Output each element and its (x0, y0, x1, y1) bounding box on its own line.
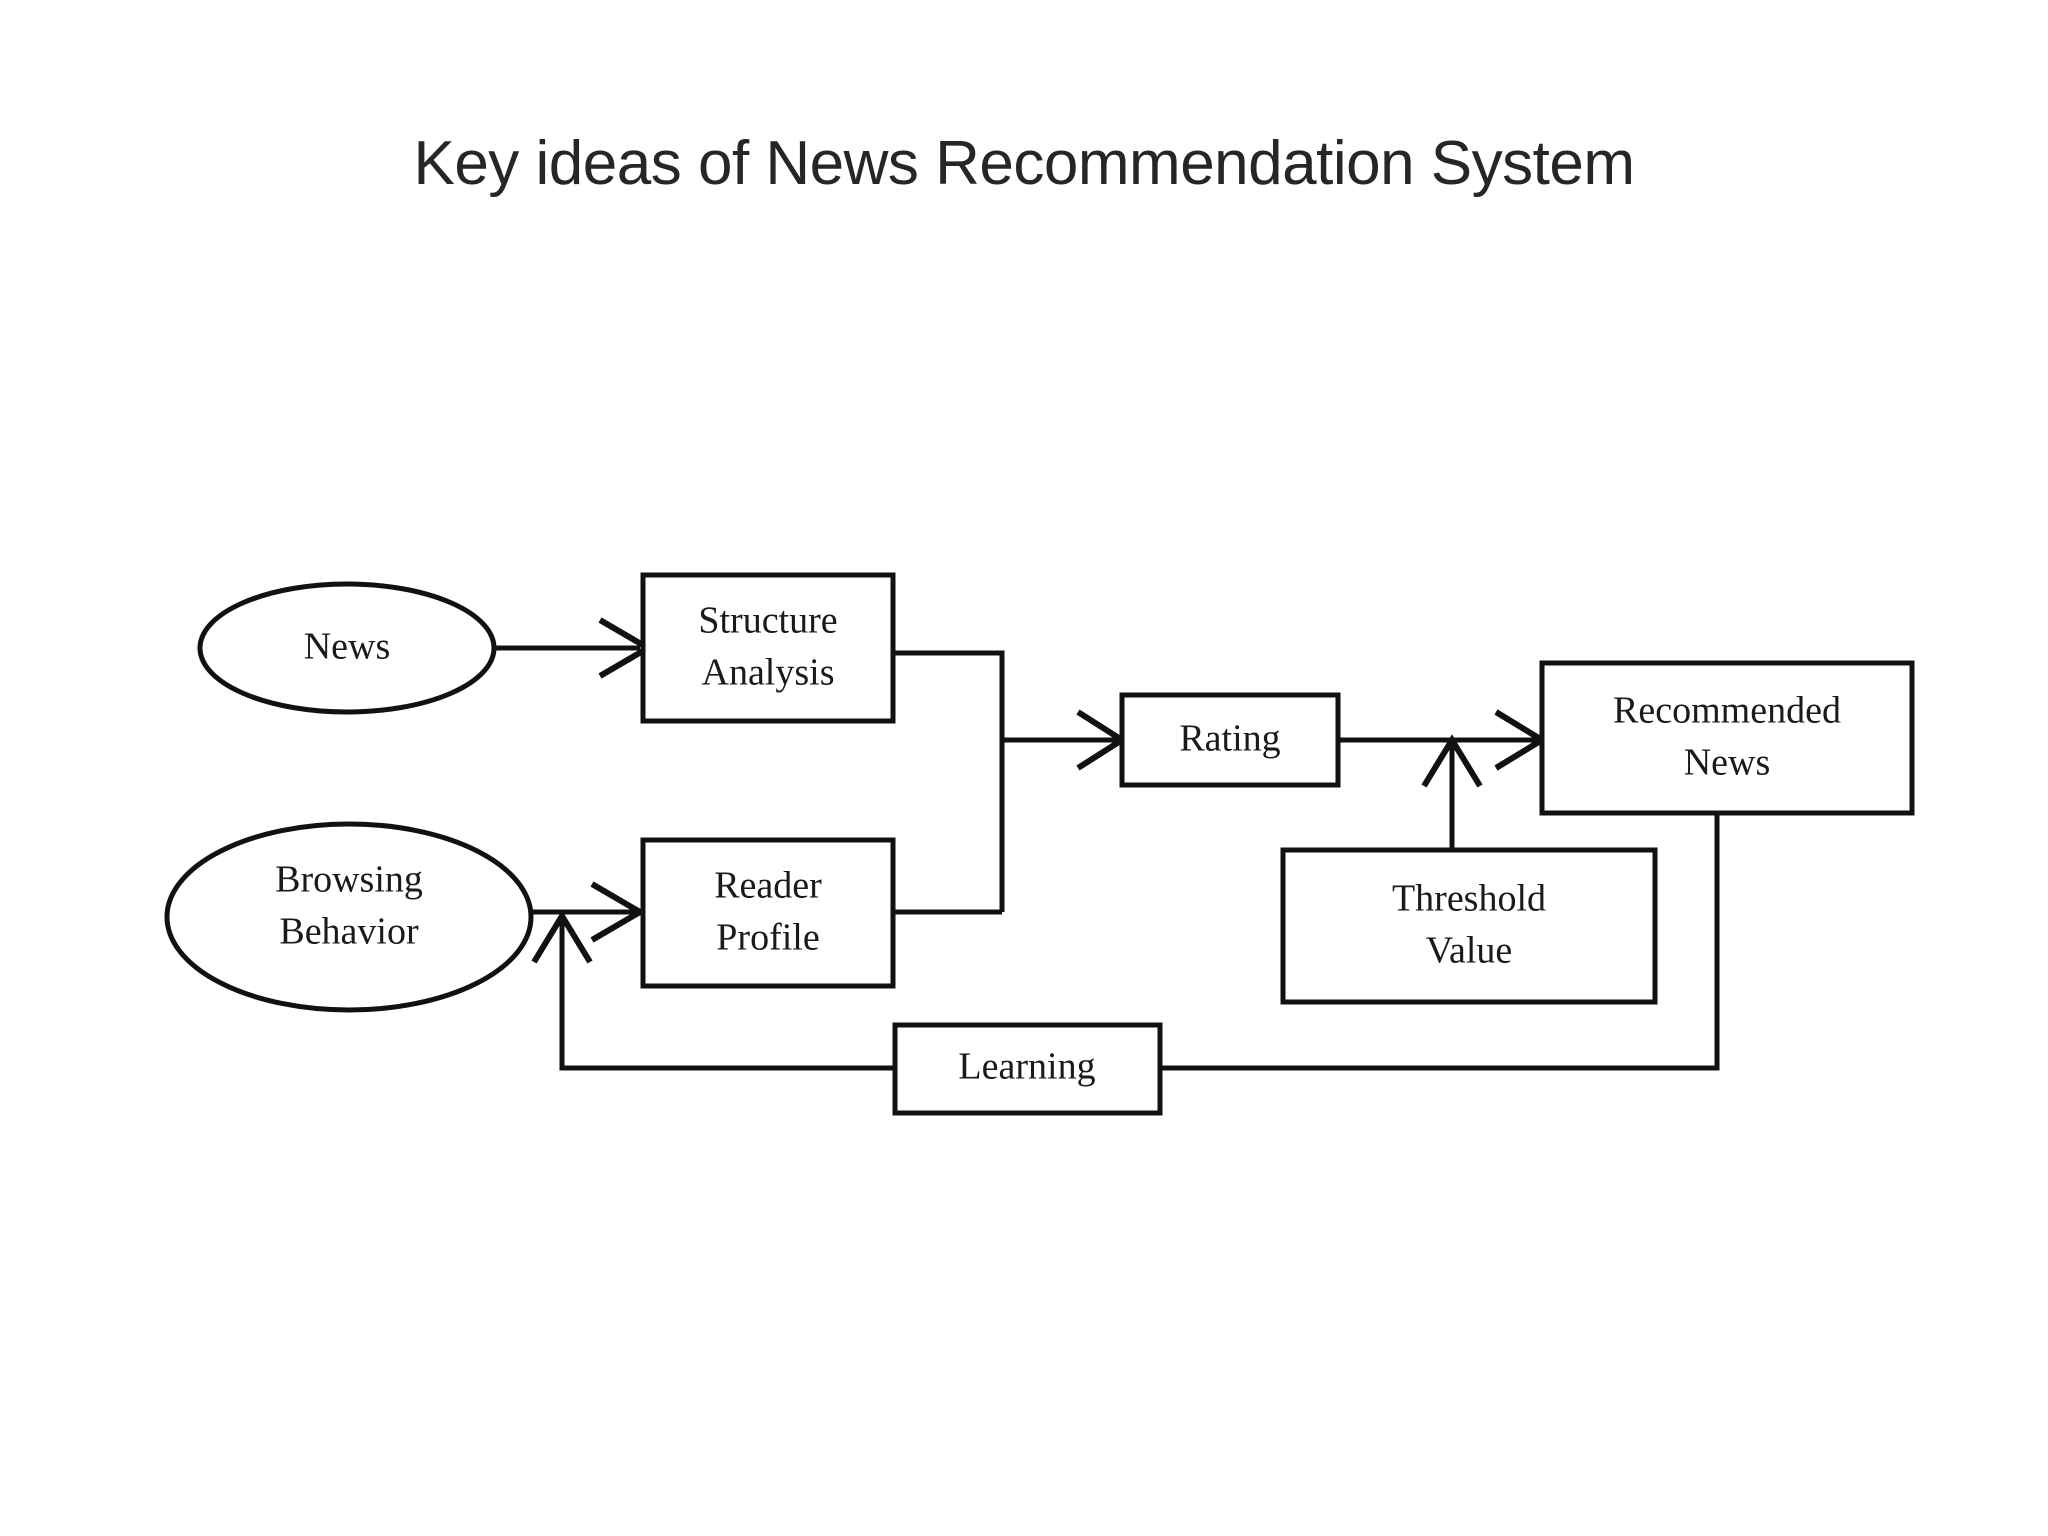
edge-learning-to-browsing (531, 910, 895, 1071)
page-title: Key ideas of News Recommendation System (413, 129, 1635, 198)
node-recommended-news-label-line1: Recommended (1613, 690, 1841, 732)
node-learning[interactable]: Learning (892, 1022, 1163, 1116)
node-recommended-news-label-line2: News (1684, 742, 1771, 784)
edge-merge-to-rating (1002, 709, 1128, 771)
edge-news-to-structure (495, 617, 654, 679)
edge-recommended-to-learning (1160, 813, 1720, 1071)
node-reader-profile-label-line1: Reader (714, 865, 822, 907)
node-reader-profile[interactable]: Reader Profile (640, 837, 896, 989)
node-reader-profile-label-line2: Profile (716, 917, 819, 959)
node-learning-label: Learning (958, 1046, 1095, 1088)
node-structure-analysis[interactable]: Structure Analysis (640, 572, 896, 724)
edge-browsing-to-reader (527, 881, 646, 943)
edge-structure-to-merge (893, 650, 1005, 912)
node-rating-label: Rating (1179, 718, 1280, 760)
edge-threshold-to-recommended (1421, 734, 1483, 850)
node-threshold-value-label-line2: Value (1426, 930, 1513, 972)
node-news[interactable]: News (197, 581, 497, 715)
node-structure-analysis-label-line1: Structure (698, 600, 837, 642)
node-threshold-value[interactable]: Threshold Value (1280, 847, 1658, 1005)
node-browsing-behavior-label-line2: Behavior (279, 911, 419, 953)
node-news-label: News (304, 626, 391, 668)
node-browsing-behavior[interactable]: Browsing Behavior (164, 821, 534, 1013)
node-threshold-value-label-line1: Threshold (1392, 878, 1546, 920)
node-rating[interactable]: Rating (1119, 692, 1341, 788)
node-recommended-news[interactable]: Recommended News (1539, 660, 1915, 816)
node-browsing-behavior-label-line1: Browsing (275, 859, 423, 901)
node-structure-analysis-label-line2: Analysis (702, 652, 835, 694)
